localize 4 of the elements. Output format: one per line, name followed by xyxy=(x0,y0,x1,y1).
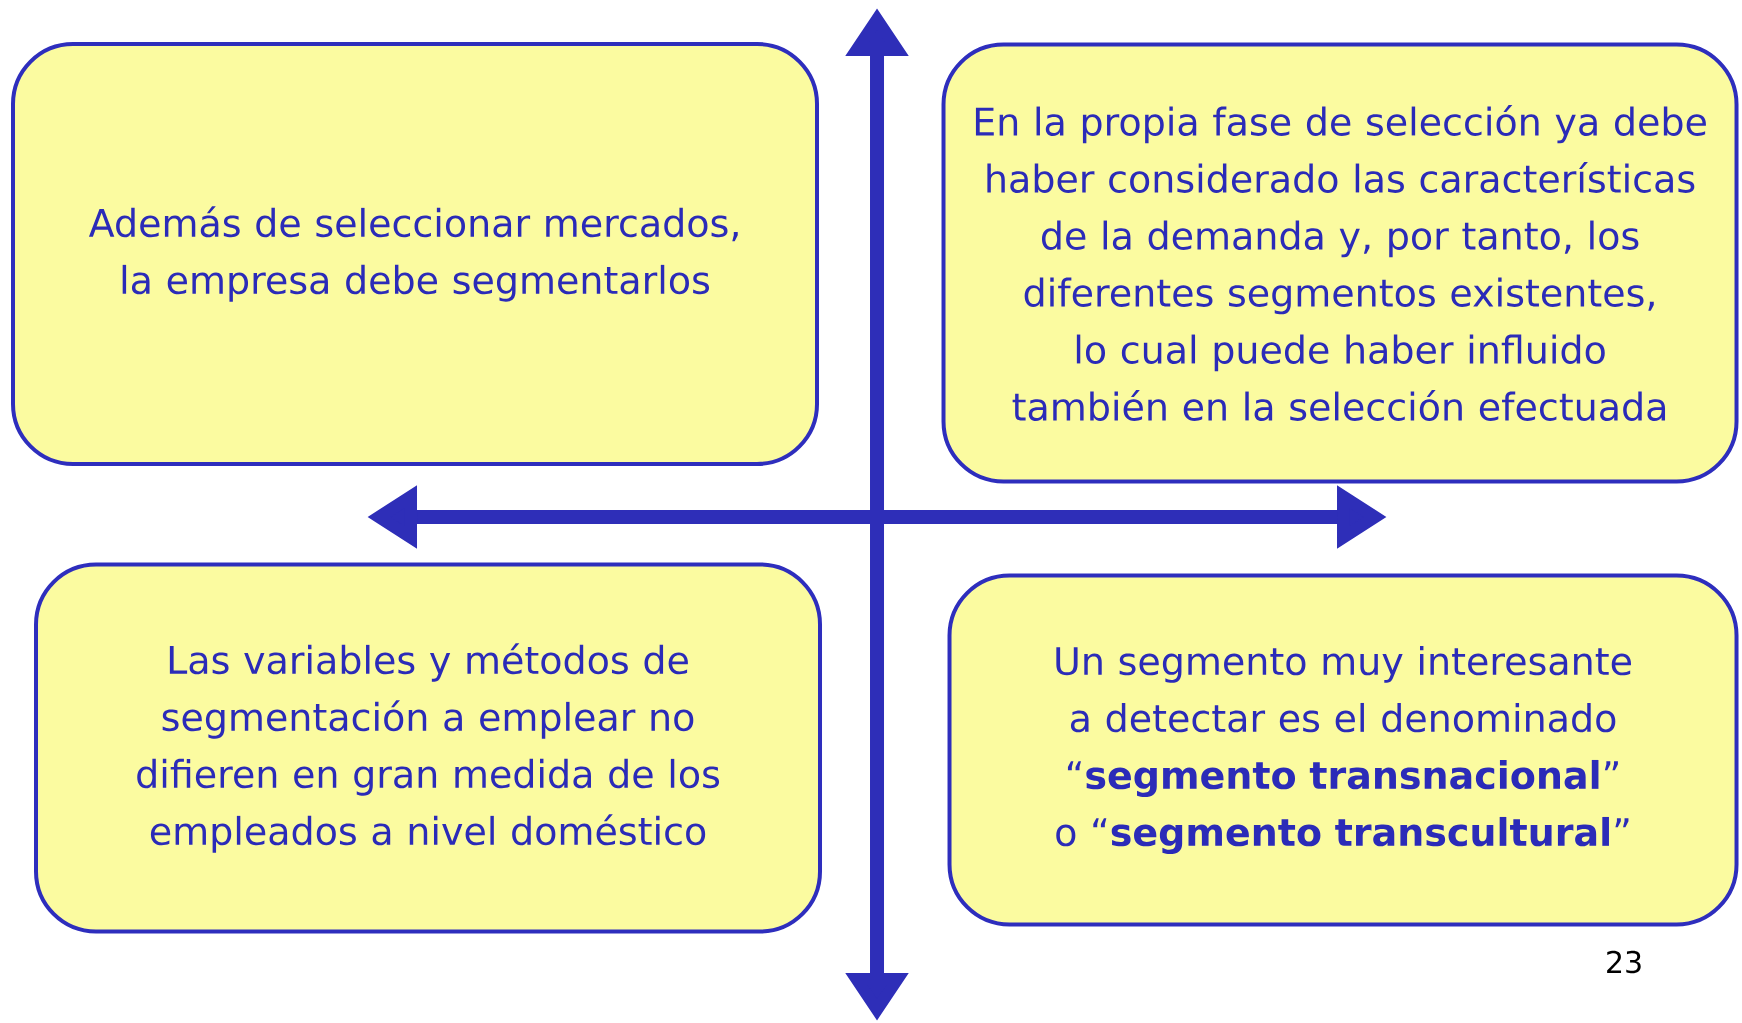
text-box: Las variables y métodos de segmentación a emplear no difieren en gran medida de los empleados a nivel doméstico xyxy=(34,562,822,934)
text-box: Además de seleccionar mercados, la empresa debe segmentarlos xyxy=(11,42,819,466)
text-box: Un segmento muy interesante a detectar es el denominado “segmento transnacional” o “segmento transcultural” xyxy=(947,573,1739,927)
text-box: En la propia fase de selección ya debe haber considerado las características de la demanda y, por tanto, los diferentes segmentos existentes, lo cual puede haber influido también en la selección efectuada xyxy=(941,42,1739,484)
